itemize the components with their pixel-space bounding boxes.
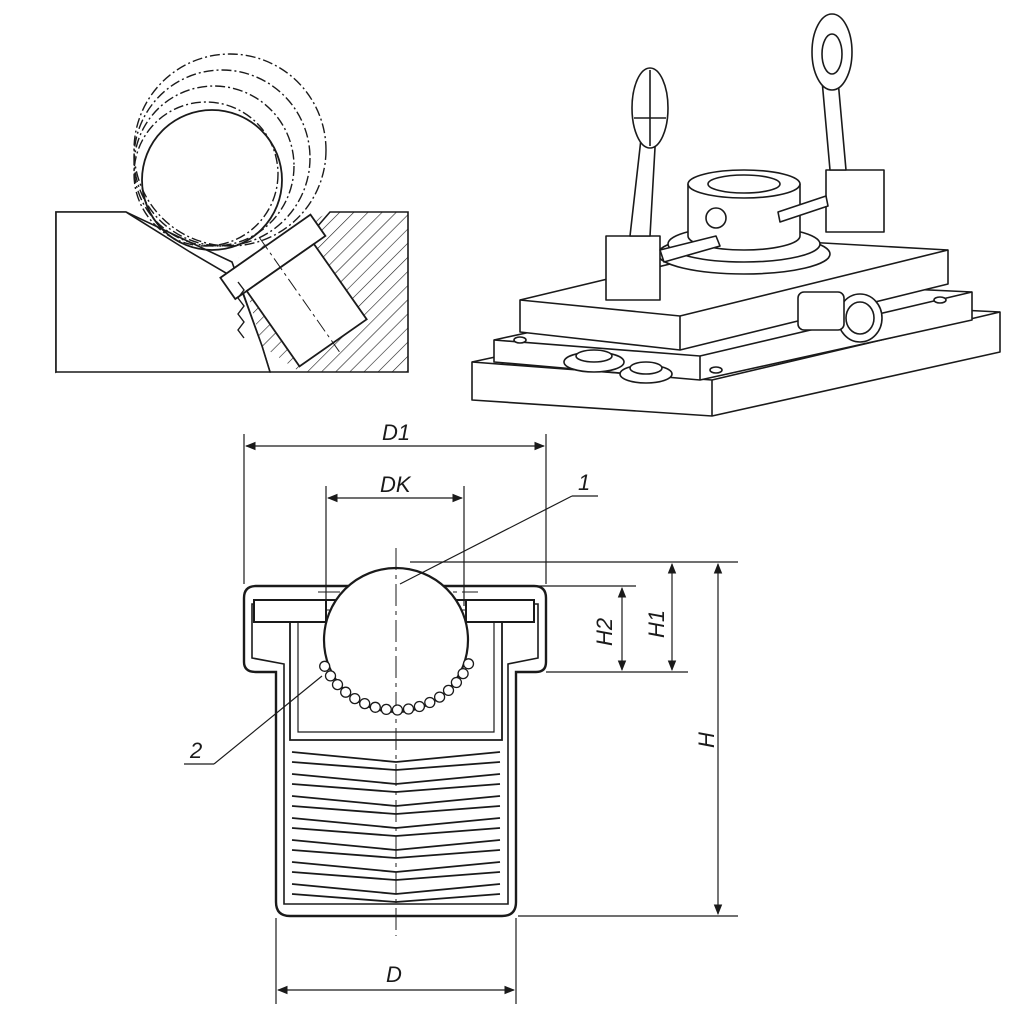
- thread-fin: [291, 751, 501, 771]
- label-h1: H1: [644, 610, 669, 638]
- groove-detail-view: [55, 53, 409, 374]
- bearing-ball: [369, 701, 381, 713]
- thread-fin: [291, 861, 501, 881]
- rolling-ball-traces: [133, 53, 327, 247]
- bearing-ball: [433, 691, 446, 703]
- bearing-ball: [340, 686, 352, 698]
- bearing-ball: [349, 692, 361, 705]
- fixture-isometric-view: [471, 13, 1001, 417]
- bearing-balls: [319, 658, 475, 716]
- label-h2: H2: [592, 618, 617, 646]
- thread-fin: [291, 795, 501, 815]
- left-toggle-clamp: [605, 67, 721, 301]
- label-h: H: [694, 732, 719, 748]
- bearing-ball: [331, 678, 344, 691]
- ball-final-position: [141, 109, 283, 251]
- center-cylinder: [657, 169, 831, 275]
- label-dk: DK: [380, 472, 412, 497]
- inner-cup: [289, 622, 503, 741]
- thread-fin: [291, 839, 501, 859]
- housing-outer: [242, 584, 548, 918]
- callout-2-leader: [213, 675, 323, 765]
- housing-inner: [251, 603, 539, 905]
- bearing-ball: [359, 697, 371, 710]
- label-d1: D1: [382, 420, 410, 445]
- dimensions: [184, 434, 738, 1004]
- bearing-ball: [324, 670, 337, 682]
- bearing-ball: [442, 684, 455, 697]
- thread-fins: [291, 751, 501, 903]
- callout-1-leader: [399, 495, 573, 585]
- bearing-ball: [319, 660, 331, 672]
- thread-fin: [291, 817, 501, 837]
- bearing-ball: [413, 700, 426, 713]
- thread-fin: [291, 883, 501, 903]
- label-d: D: [386, 962, 402, 987]
- section-view: [242, 548, 548, 936]
- right-toggle-clamp: [777, 13, 885, 233]
- thread-fin: [291, 773, 501, 793]
- bearing-ball: [391, 704, 404, 716]
- callout-2: 2: [189, 738, 202, 763]
- inclined-ball-unit: [219, 213, 368, 368]
- bearing-ball: [380, 703, 392, 716]
- bearing-ball: [457, 667, 469, 680]
- bearing-ball: [450, 676, 463, 689]
- bearing-ball: [424, 696, 436, 709]
- bearing-ball: [402, 703, 415, 715]
- bearing-ball: [462, 658, 475, 670]
- callout-1: 1: [578, 470, 590, 495]
